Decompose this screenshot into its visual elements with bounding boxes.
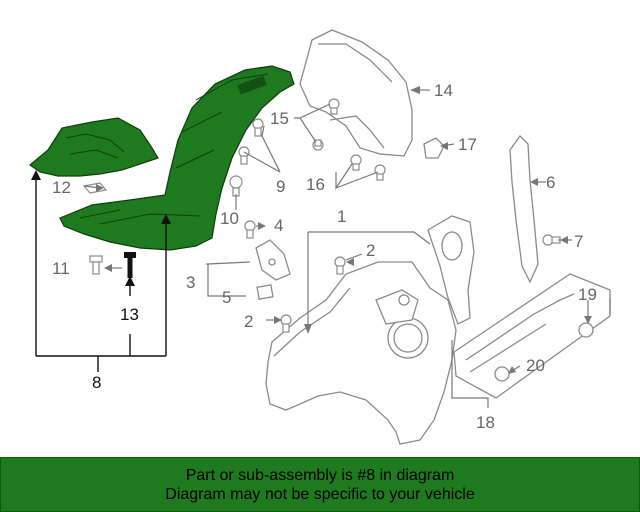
callout-15: 15 (270, 109, 289, 128)
callout-20: 20 (526, 356, 545, 375)
footer-line-2: Diagram may not be specific to your vehi… (165, 485, 475, 503)
callout-14: 14 (434, 81, 453, 100)
callout-17: 17 (458, 135, 477, 154)
callout-13: 13 (120, 305, 139, 324)
callout-3: 3 (186, 273, 195, 292)
callout-2-lower: 2 (244, 312, 253, 331)
callout-4: 4 (274, 216, 283, 235)
callout-18: 18 (476, 413, 495, 432)
callout-9: 9 (276, 177, 285, 196)
wheelhouse-part-14 (299, 29, 413, 157)
callout-5: 5 (222, 288, 231, 307)
callout-16: 16 (306, 175, 325, 194)
callout-10: 10 (220, 209, 239, 228)
screw-part-11 (89, 255, 103, 275)
bracket-part-3 (255, 239, 291, 281)
fender-part-1 (265, 261, 457, 445)
bracket-part-5 (256, 284, 274, 300)
filler-part-6 (509, 134, 539, 284)
panel-part-18 (453, 273, 611, 399)
bolt-part-13 (124, 252, 136, 278)
callout-2-upper: 2 (366, 241, 375, 260)
callout-8: 8 (92, 373, 101, 392)
fender-liner-part-8[interactable] (29, 65, 295, 251)
arrowheads-8 (31, 170, 171, 286)
callout-12: 12 (52, 178, 71, 197)
grey-leader-lines (83, 89, 611, 408)
clip-part-12 (82, 182, 108, 194)
leader-lines-8 (35, 178, 167, 372)
footer-line-1: Part or sub-assembly is #8 in diagram (185, 466, 455, 484)
callout-11: 11 (52, 259, 70, 278)
callout-1: 1 (337, 207, 346, 226)
footer-banner: Part or sub-assembly is #8 in diagram Di… (0, 457, 640, 512)
splash-shield (29, 117, 159, 177)
callout-6: 6 (546, 173, 555, 192)
fasteners (229, 98, 561, 333)
callout-7: 7 (574, 232, 583, 251)
wheelhouse-liner (59, 65, 295, 251)
clip-part-17 (423, 137, 445, 159)
callout-19: 19 (578, 285, 597, 304)
parts-diagram: 1 2 2 3 4 5 6 7 8 9 10 11 12 13 14 15 16… (29, 29, 611, 445)
fender-bracket (427, 215, 475, 325)
grey-arrowheads (96, 86, 592, 374)
